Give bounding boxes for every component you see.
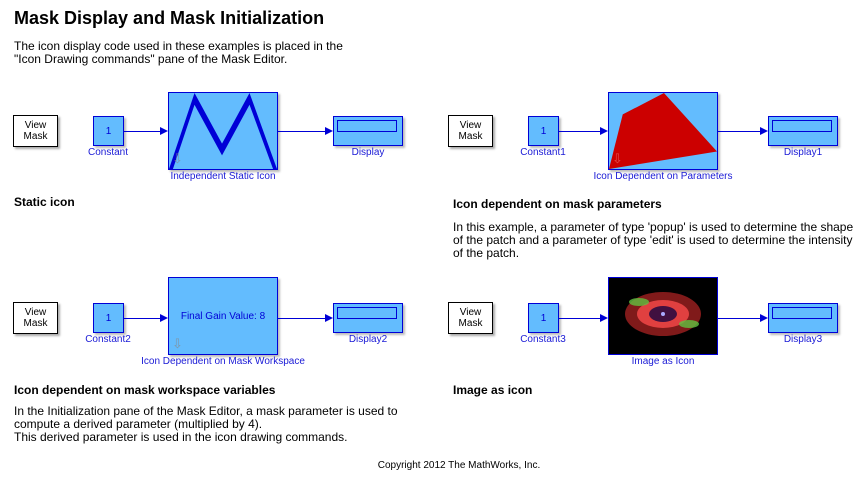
section-heading: Icon dependent on mask parameters	[453, 197, 662, 211]
arrow-icon	[600, 314, 608, 322]
block-text: Final Gain Value: 8	[180, 310, 266, 322]
image-as-icon-block[interactable]	[608, 277, 718, 355]
nebula-image-icon	[625, 292, 701, 336]
signal-line	[278, 131, 325, 132]
arrow-icon	[160, 314, 168, 322]
section-description: In the Initialization pane of the Mask E…	[14, 404, 398, 444]
intro-text: The icon display code used in these exam…	[14, 39, 343, 66]
icon-dependent-on-parameters-block[interactable]: ⇩	[608, 92, 718, 170]
section-description: In this example, a parameter of type 'po…	[453, 220, 854, 260]
down-arrow-icon: ⇩	[172, 151, 183, 166]
signal-line	[124, 131, 160, 132]
signal-line	[718, 131, 760, 132]
view-mask-button[interactable]: View Mask	[448, 115, 493, 147]
section-heading: Icon dependent on mask workspace variabl…	[14, 383, 276, 397]
block-label: Independent Static Icon	[170, 171, 276, 182]
icon-dependent-on-mask-workspace-block[interactable]: Final Gain Value: 8 ⇩	[168, 277, 278, 355]
block-label: Icon Dependent on Mask Workspace	[141, 356, 305, 367]
constant-block[interactable]: 1	[93, 116, 124, 146]
section-heading: Image as icon	[453, 383, 533, 397]
arrow-icon	[160, 127, 168, 135]
display-label: Display3	[783, 334, 823, 345]
display-label: Display	[351, 147, 385, 158]
constant-label: Constant	[87, 147, 129, 158]
m-shape-icon	[169, 93, 277, 169]
block-label: Image as Icon	[631, 356, 695, 367]
arrow-icon	[600, 127, 608, 135]
view-mask-button[interactable]: View Mask	[448, 302, 493, 334]
display-block[interactable]	[768, 116, 838, 146]
down-arrow-icon: ⇩	[612, 151, 623, 166]
arrow-icon	[325, 127, 333, 135]
display-label: Display1	[783, 147, 823, 158]
signal-line	[278, 318, 325, 319]
signal-line	[559, 131, 600, 132]
constant-label: Constant3	[520, 334, 566, 345]
section-heading: Static icon	[14, 195, 75, 209]
copyright-text: Copyright 2012 The MathWorks, Inc.	[377, 460, 541, 471]
constant-label: Constant1	[520, 147, 566, 158]
arrow-icon	[760, 314, 768, 322]
block-label: Icon Dependent on Parameters	[593, 171, 733, 182]
down-arrow-icon: ⇩	[172, 336, 183, 351]
display-block[interactable]	[768, 303, 838, 333]
display-block[interactable]	[333, 303, 403, 333]
independent-static-icon-block[interactable]: ⇩	[168, 92, 278, 170]
arrow-icon	[325, 314, 333, 322]
constant-block[interactable]: 1	[528, 303, 559, 333]
display-block[interactable]	[333, 116, 403, 146]
view-mask-button[interactable]: View Mask	[13, 302, 58, 334]
arrow-icon	[760, 127, 768, 135]
signal-line	[559, 318, 600, 319]
constant-label: Constant2	[85, 334, 131, 345]
red-patch-icon	[609, 93, 717, 169]
page-title: Mask Display and Mask Initialization	[14, 8, 325, 28]
view-mask-button[interactable]: View Mask	[13, 115, 58, 147]
signal-line	[124, 318, 160, 319]
display-label: Display2	[348, 334, 388, 345]
signal-line	[718, 318, 760, 319]
constant-block[interactable]: 1	[93, 303, 124, 333]
constant-block[interactable]: 1	[528, 116, 559, 146]
